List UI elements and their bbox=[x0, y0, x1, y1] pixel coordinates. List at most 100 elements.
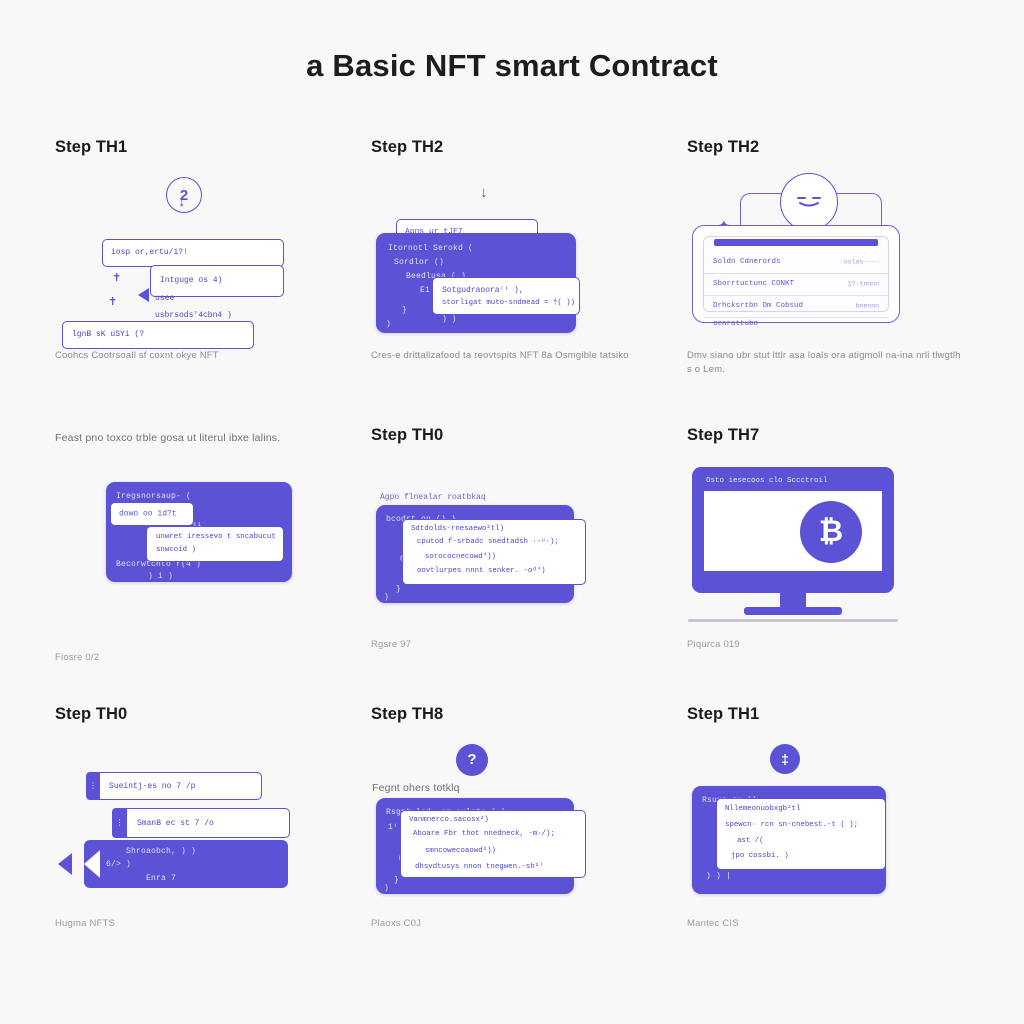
step-caption: Cres-e drittallzafood ta reovtspits NFT … bbox=[371, 350, 629, 361]
code-text: Aboare Fbr thot nnedneck, -m·/); bbox=[413, 829, 555, 838]
monitor-title-text: Osto iesecoos clo Sccctroil bbox=[706, 476, 828, 485]
panel-row[interactable]: Drhcksrtbn Om Cobsud bnennn bbox=[704, 295, 888, 318]
pointer-arrow-icon bbox=[58, 852, 72, 875]
step-heading: Step TH1 bbox=[687, 704, 760, 723]
input-text: Sueintj-es no 7 /p bbox=[109, 781, 196, 791]
step-cell-2: Step TH2 ↓ Apns ur tJF7 Itornotl Serokd … bbox=[366, 138, 682, 378]
step-illustration: ⋮ Sueintj-es no 7 /p ⋮ SmanB ec st 7 /o … bbox=[50, 730, 366, 906]
panel-row-value: oslas·--· bbox=[843, 258, 879, 266]
monitor-neck bbox=[780, 592, 806, 609]
step-illustration: 2 ↓ iosp or,ertu/1?! Intguge os 4) ✝ use… bbox=[50, 163, 366, 349]
code-text: usbrsods'4cbn4 ) bbox=[155, 311, 232, 320]
step-caption: Coohcs Cootrsoall sf coxnt okye NFT bbox=[55, 350, 219, 361]
step-cell-1: Step TH1 2 ↓ iosp or,ertu/1?! Intguge os… bbox=[50, 138, 366, 378]
step-illustration: Osto iesecoos clo Sccctroil ₿ bbox=[682, 451, 998, 627]
step-heading: Step TH0 bbox=[371, 425, 444, 444]
code-text: dowo oo 1d?t bbox=[119, 509, 177, 518]
step-badge: ‡ bbox=[770, 743, 800, 774]
code-text: ) bbox=[384, 883, 390, 893]
badge-arrow-icon: ↓ bbox=[178, 193, 186, 210]
code-text: Iregsnorsaup- ( bbox=[116, 491, 192, 501]
step-illustration: ? Fegnt ohers totklq Rsgnt lod. or oulat… bbox=[366, 730, 682, 906]
code-text: ) i ) bbox=[148, 571, 174, 581]
panel-row[interactable]: ocnrattubo bbox=[704, 313, 888, 335]
code-text: oovtlurpes nnnt senker. -oᵈ⁴) bbox=[417, 566, 546, 575]
code-text: Sdtdolds-rnesaewo²tl) bbox=[411, 524, 505, 533]
step-cell-9: Step TH1 ‡ Rsuug ox () ) ) | Nllemeonuob… bbox=[682, 705, 998, 929]
code-text: Intguge os 4) bbox=[160, 276, 223, 285]
code-text: Becorwtcnto r(4 ) bbox=[116, 559, 202, 569]
panel-row-label: Soldn Cdnerords bbox=[713, 258, 781, 266]
monitor-base bbox=[744, 606, 842, 615]
step-badge: ? bbox=[456, 743, 488, 776]
step-cell-8: Step TH8 ? Fegnt ohers totklq Rsgnt lod.… bbox=[366, 705, 682, 929]
code-overlay-box: Vanmnerco.sacosx²) Aboare Fbr thot nnedn… bbox=[400, 809, 586, 878]
step-illustration: ‡ Rsuug ox () ) ) | Nllemeonuobxgb²tl sp… bbox=[682, 730, 998, 906]
panel-inner: Soldn Cdnerords oslas·--· Sborrtuctunc C… bbox=[703, 236, 889, 328]
figure-caption: Rgsre 97 bbox=[371, 638, 412, 650]
floor-line bbox=[688, 618, 898, 622]
code-text: Nllemeonuobxgb²tl bbox=[725, 804, 801, 813]
row-handle[interactable]: ⋮ bbox=[112, 807, 127, 838]
step-heading: Step TH2 bbox=[687, 138, 760, 156]
code-text: smncowecoaowd²)) bbox=[425, 846, 496, 855]
code-text: jpo cossbi. ) bbox=[731, 851, 789, 860]
code-text: ) ) | bbox=[706, 871, 732, 881]
code-text: E1 bbox=[420, 286, 431, 295]
code-text: iosp or,ertu/1?! bbox=[111, 248, 188, 257]
step-lead-text: Feast pno toxco trble gosa ut literul ib… bbox=[55, 431, 281, 444]
code-text: Beedlusa ( ) bbox=[406, 272, 466, 281]
step-heading: Step TH2 bbox=[371, 138, 444, 156]
code-text: storligat muto-sndmead = †( )) bbox=[442, 299, 576, 307]
figure-caption: Hugma NFTS bbox=[55, 917, 116, 929]
step-cell-7: Step TH0 ⋮ Sueintj-es no 7 /p ⋮ SmanB ec… bbox=[50, 705, 366, 929]
step-heading: Step TH7 bbox=[687, 425, 760, 444]
code-text: 1ⁱ bbox=[388, 822, 399, 832]
code-text: Itornotl Serokd ( bbox=[388, 244, 474, 253]
panel-titlebar bbox=[714, 239, 878, 246]
step-cell-5: Step TH0 Agpo flnealar roatbkaq bcodrt o… bbox=[366, 426, 682, 663]
code-text: } bbox=[396, 584, 402, 594]
bullet-icon: ✝ bbox=[112, 272, 122, 284]
code-text: 6/> ) bbox=[106, 859, 132, 869]
code-text: dhsvdtusys nnon tnegwen.-sh²⁾ bbox=[415, 862, 544, 871]
step-illustration: Iregsnorsaup- ( Bucrj¹ Becorwtcnto r(4 )… bbox=[50, 464, 366, 640]
code-text: Enra 7 bbox=[146, 873, 177, 883]
page-title: a Basic NFT smart Contract bbox=[306, 48, 718, 83]
step-illustration: ↓ Apns ur tJF7 Itornotl Serokd ( Sordlor… bbox=[366, 163, 682, 339]
code-text: unwret iressevo t sncabucut bbox=[156, 532, 276, 541]
input-row[interactable]: ⋮ Sueintj-es no 7 /p bbox=[86, 771, 262, 800]
code-text: lgnB sK uSYi (? bbox=[72, 330, 145, 339]
pointer-arrow-icon bbox=[138, 288, 149, 302]
figure-caption: Piqurca 019 bbox=[687, 638, 740, 650]
code-text: Agpo flnealar roatbkaq bbox=[380, 492, 486, 502]
code-overlay-box: unwret iressevo t sncabucut snwcoid ) bbox=[146, 525, 284, 562]
code-row-1: iosp or,ertu/1?! bbox=[102, 239, 284, 267]
down-arrow-icon: ↓ bbox=[480, 184, 488, 201]
step-heading: Step TH8 bbox=[371, 704, 444, 723]
code-overlay-box: dowo oo 1d?t bbox=[110, 501, 194, 526]
panel-row-label: Drhcksrtbn Om Cobsud bbox=[713, 302, 804, 310]
code-text: cputod f-srbadc snedtadsh ·-ᵘ·); bbox=[417, 537, 559, 546]
code-text: ) bbox=[384, 592, 390, 602]
panel-row[interactable]: Sborrtuctunc CONKT 1?·tnnnn bbox=[704, 273, 888, 296]
step-cell-6: Step TH7 Osto iesecoos clo Sccctroil ₿ P… bbox=[682, 426, 998, 663]
panel-row[interactable]: Soldn Cdnerords oslas·--· bbox=[704, 251, 888, 274]
row-handle[interactable]: ⋮ bbox=[86, 771, 100, 800]
code-text: Vanmnerco.sacosx²) bbox=[409, 815, 489, 824]
code-text: ) ) bbox=[442, 315, 457, 324]
panel-row-value: 1?·tnnnn bbox=[847, 280, 879, 288]
input-text: SmanB ec st 7 /o bbox=[137, 818, 214, 828]
panel-row-label: ocnrattubo bbox=[713, 320, 759, 328]
input-row[interactable]: ⋮ SmanB ec st 7 /o bbox=[112, 807, 290, 838]
code-overlay-box: Nllemeonuobxgb²tl spewcn· rcn sn-cnebest… bbox=[716, 797, 886, 870]
code-text: snwcoid ) bbox=[156, 545, 196, 554]
step-lead-text: Fegnt ohers totklq bbox=[372, 781, 460, 794]
figure-caption: Fiosre 0/2 bbox=[55, 651, 100, 663]
steps-row-2: Feast pno toxco trble gosa ut literul ib… bbox=[50, 426, 1000, 663]
steps-grid: Step TH1 2 ↓ iosp or,ertu/1?! Intguge os… bbox=[50, 138, 1000, 929]
code-text: } bbox=[394, 875, 400, 885]
code-text: Sordlor () bbox=[394, 258, 445, 267]
code-text: sorococnecowd⁴)) bbox=[425, 552, 496, 561]
step-cell-3: Step TH2 ✦ Soldn Cdnerords bbox=[682, 138, 998, 378]
